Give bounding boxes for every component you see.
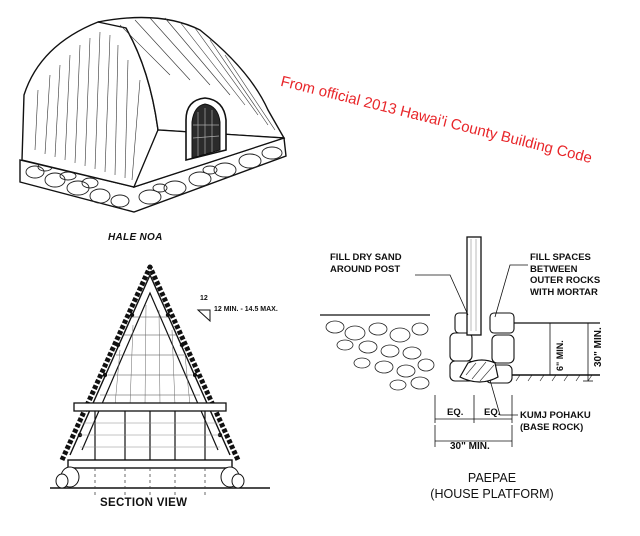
note-base-rock: KUMJ POHAKU (BASE ROCK) (520, 410, 591, 433)
thatch-strokes (34, 17, 276, 181)
outer-rocks (449, 312, 515, 384)
interior-battens (100, 316, 200, 396)
rafter-inner (81, 291, 219, 451)
dim-width: 30" MIN. (450, 441, 490, 452)
post (466, 236, 482, 336)
door-interior-lines (192, 108, 220, 156)
paepae-detail-drawing: EQ. EQ. 30" MIN. 6" MIN. 30" MIN. (320, 236, 604, 452)
rafter-outer (69, 273, 231, 456)
dim-eq-left: EQ. (447, 407, 463, 418)
dim-vertical-lines (545, 322, 593, 382)
grade-hatch (515, 374, 593, 382)
roof-side (97, 16, 286, 139)
dim-30min: 30" MIN. (593, 327, 604, 367)
dim-6min: 6" MIN. (555, 340, 565, 371)
dim-eq-line (434, 395, 513, 423)
note-fill-dry-sand: FILL DRY SAND AROUND POST (330, 252, 402, 275)
stone-base-rocks (25, 146, 283, 208)
base-rock-hatch (465, 361, 495, 382)
hale-noa-label: HALE NOA (108, 232, 163, 243)
dim-eq-right: EQ. (484, 407, 500, 418)
wall-posts (94, 411, 206, 460)
stone-footings (55, 466, 245, 489)
pitch-rise: 12 (200, 295, 208, 302)
interior-verticals (114, 304, 191, 406)
paepae-title: PAEPAE (HOUSE PLATFORM) (430, 471, 554, 501)
dim-width-line (434, 425, 513, 447)
section-view-label: SECTION VIEW (100, 497, 188, 509)
section-view-drawing: 12 12 MIN. - 14.5 MAX. (50, 264, 278, 497)
door-opening (191, 103, 221, 159)
base-rock (459, 359, 499, 383)
note-fill-spaces: FILL SPACES BETWEEN OUTER ROCKS WITH MOR… (530, 252, 601, 298)
buried-posts (94, 468, 206, 497)
wall-battens (80, 422, 220, 448)
pitch-triangle (196, 309, 211, 323)
thatch-outline (59, 264, 241, 462)
hale-noa-drawing (19, 16, 287, 213)
pitch-range: 12 MIN. - 14.5 MAX. (214, 306, 278, 313)
source-stamp: From official 2013 Hawai'i County Buildi… (278, 73, 594, 167)
fill-rocks (325, 320, 435, 391)
tie-beam (73, 402, 227, 412)
floor-platform (67, 459, 233, 469)
